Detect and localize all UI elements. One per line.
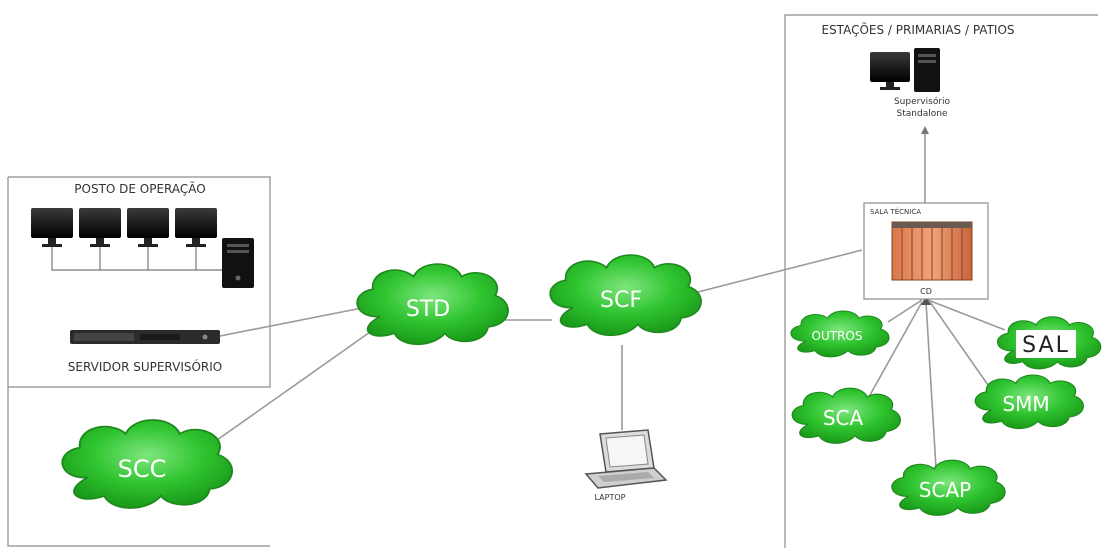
link-cd-outros [887,299,923,323]
monitor-icon [31,208,73,247]
posto-title: POSTO DE OPERAÇÃO [74,181,205,196]
supervisorio-label-2: Standalone [897,109,948,119]
monitor-icon [79,208,121,247]
cd-label: CD [920,287,932,296]
computer-tower-icon [222,238,254,288]
server-rack-icon [891,221,973,281]
cloud-smm-label: SMM [1002,392,1049,416]
link-server-std [214,307,363,338]
link-scc-std [209,324,381,446]
link-cd-smm [929,301,989,386]
monitor-icon [127,208,169,247]
posto-box [7,176,271,547]
link-scf-sala [697,249,863,293]
cloud-scc-label: SCC [118,455,167,483]
cloud-sal-label: SAL [1022,333,1070,358]
link-cd-sca [869,301,923,396]
cloud-sca-label: SCA [823,406,864,430]
link-cd-scap [925,301,937,469]
cloud-outros-label: OUTROS [812,329,863,343]
laptop-label: LAPTOP [595,493,626,502]
cloud-std-label: STD [406,297,450,322]
link-cd-sal [927,299,1006,331]
sal-label-box [1016,330,1076,358]
monitor-icon [175,208,217,247]
estacoes-box [784,14,1098,548]
workstation-monitors [31,208,222,271]
supervisorio-standalone-computer-icon [870,48,940,92]
cloud-scf-label: SCF [600,288,642,313]
supervisorio-label-1: Supervisório [894,96,951,107]
connection-lines [209,132,1006,469]
rack-server-icon [70,330,220,344]
sala-tecnica-label: SALA TÉCNICA [870,207,921,216]
arrow-cd [921,296,931,305]
estacoes-title: ESTAÇÕES / PRIMARIAS / PATIOS [821,22,1014,37]
laptop-icon [584,429,668,489]
cloud-scap-label: SCAP [919,478,971,502]
arrow-supervisorio [921,126,929,134]
server-label: SERVIDOR SUPERVISÓRIO [68,359,223,374]
